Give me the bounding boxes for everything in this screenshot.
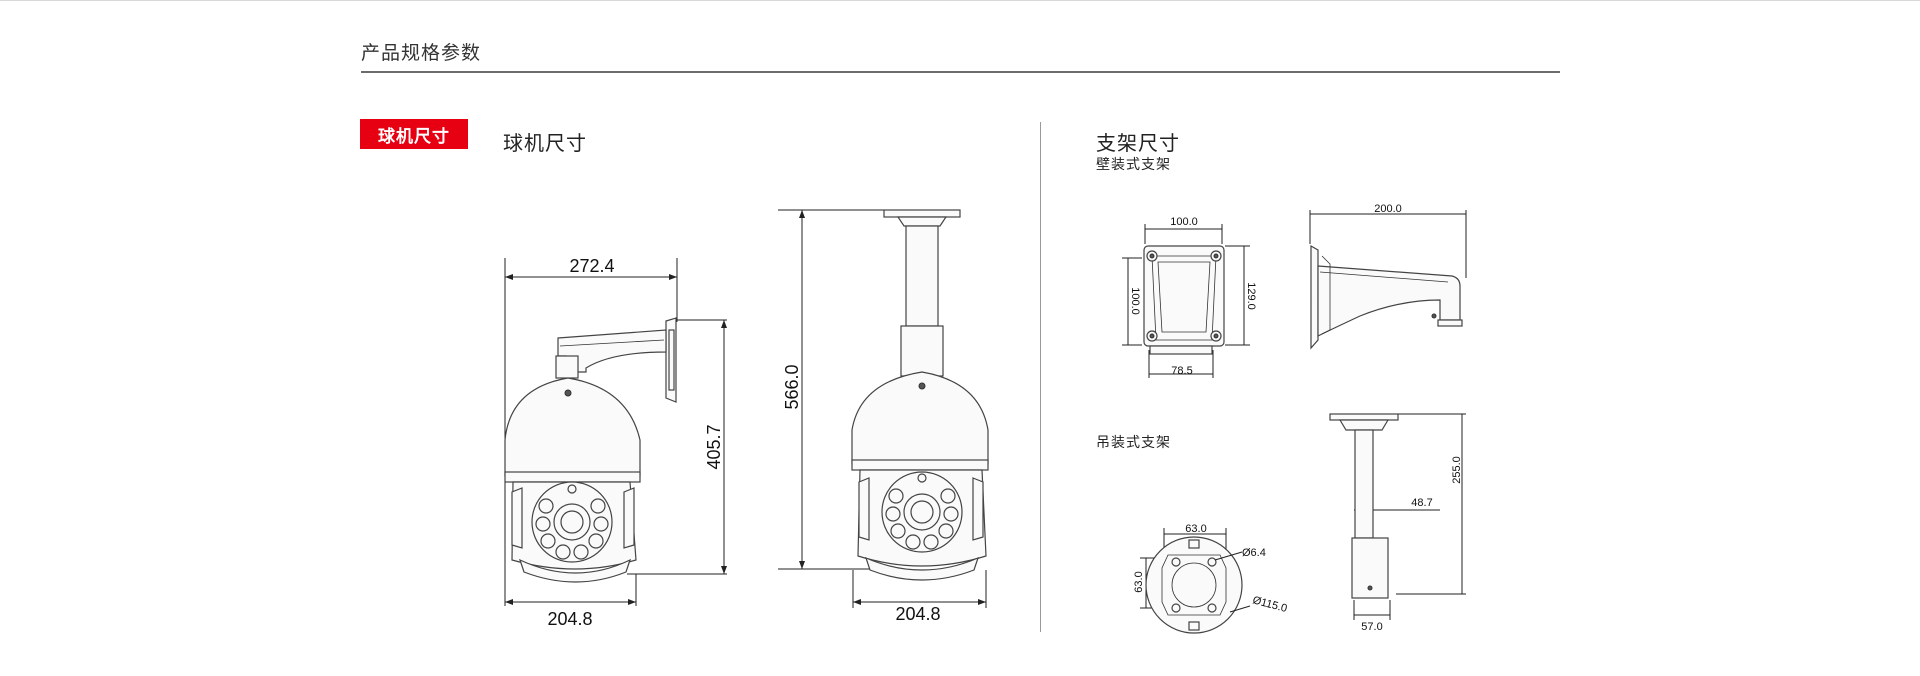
wall-bracket-heading: 壁装式支架 <box>1096 157 1171 173</box>
dim-flange-left: 63.0 <box>1133 571 1145 592</box>
section-divider <box>361 71 1560 73</box>
dim-wall-front-top: 100.0 <box>1170 216 1198 228</box>
dim-flange-hole: Ø6.4 <box>1242 547 1266 559</box>
pendant-bracket-flange-drawing: 63.0 63.0 Ø6.4 Ø115.0 <box>1133 523 1288 634</box>
pendant-bracket-side-drawing: 255.0 48.7 57.0 <box>1329 413 1466 633</box>
dim-wall-front-left: 100.0 <box>1129 287 1141 315</box>
dim-pendant-side-height: 255.0 <box>1451 456 1463 484</box>
dim-wall-front-bottom: 78.5 <box>1171 365 1192 377</box>
dim-pendant-height: 566.0 <box>782 364 802 409</box>
dim-flange-outer: Ø115.0 <box>1251 594 1288 615</box>
dim-pendant-side-offset: 48.7 <box>1411 497 1432 509</box>
pendant-bracket-heading: 吊装式支架 <box>1096 435 1171 451</box>
dim-wall-front-right: 129.0 <box>1245 282 1257 310</box>
dome-heading: 球机尺寸 <box>503 131 587 155</box>
dim-flange-top: 63.0 <box>1185 523 1206 535</box>
top-border <box>0 0 1920 1</box>
pendant-mount-camera-drawing: 566.0 204.8 <box>778 209 989 624</box>
wall-mount-camera-drawing: 272.4 405.7 204.8 <box>504 256 727 629</box>
column-divider <box>1040 122 1041 632</box>
dim-wall-width-bottom: 204.8 <box>547 609 592 629</box>
dim-wall-width-top: 272.4 <box>569 256 614 276</box>
dim-wall-side-top: 200.0 <box>1374 203 1402 215</box>
wall-bracket-front-drawing: 100.0 100.0 129.0 78.5 <box>1122 216 1257 378</box>
section-title: 产品规格参数 <box>361 42 482 64</box>
wall-bracket-side-drawing: 200.0 <box>1309 203 1467 350</box>
dim-pendant-width-bottom: 204.8 <box>895 604 940 624</box>
bracket-heading: 支架尺寸 <box>1096 131 1180 155</box>
dim-pendant-side-bottom: 57.0 <box>1361 621 1382 633</box>
dim-wall-height: 405.7 <box>704 424 724 469</box>
category-tag[interactable]: 球机尺寸 <box>360 119 468 149</box>
